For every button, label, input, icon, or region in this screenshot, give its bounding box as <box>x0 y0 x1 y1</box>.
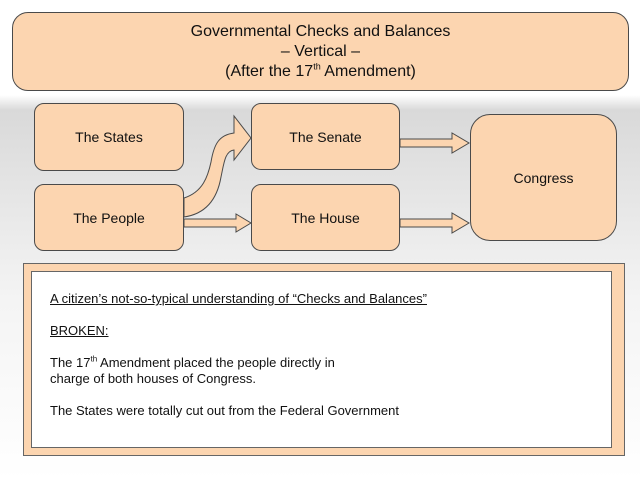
note-paragraph-1: The 17th Amendment placed the people dir… <box>50 354 335 370</box>
senate-label: The Senate <box>289 128 362 145</box>
note-paragraph-1-line-2: charge of both houses of Congress. <box>50 371 256 386</box>
title-box: Governmental Checks and Balances – Verti… <box>12 12 629 91</box>
note-broken-label: BROKEN: <box>50 323 109 338</box>
title-line-2: – Vertical – <box>280 42 361 60</box>
note-panel: A citizen’s not-so-typical understanding… <box>31 271 612 448</box>
note-paragraph-2: The States were totally cut out from the… <box>50 403 399 418</box>
congress-box: Congress <box>470 114 617 241</box>
senate-box: The Senate <box>251 103 400 170</box>
arrow-senate-to-congress <box>399 132 470 154</box>
arrow-house-to-congress <box>399 212 470 234</box>
arrow-people-to-senate <box>183 114 252 218</box>
house-label: The House <box>291 209 360 226</box>
people-label: The People <box>73 209 145 226</box>
note-heading: A citizen’s not-so-typical understanding… <box>50 291 427 306</box>
states-box: The States <box>34 103 184 171</box>
states-label: The States <box>75 129 143 145</box>
house-box: The House <box>251 184 400 251</box>
title-line-1: Governmental Checks and Balances <box>190 22 451 40</box>
title-line-3: (After the 17th Amendment) <box>225 61 416 80</box>
congress-label: Congress <box>513 169 574 186</box>
people-box: The People <box>34 184 184 251</box>
arrow-people-to-house <box>183 213 252 233</box>
